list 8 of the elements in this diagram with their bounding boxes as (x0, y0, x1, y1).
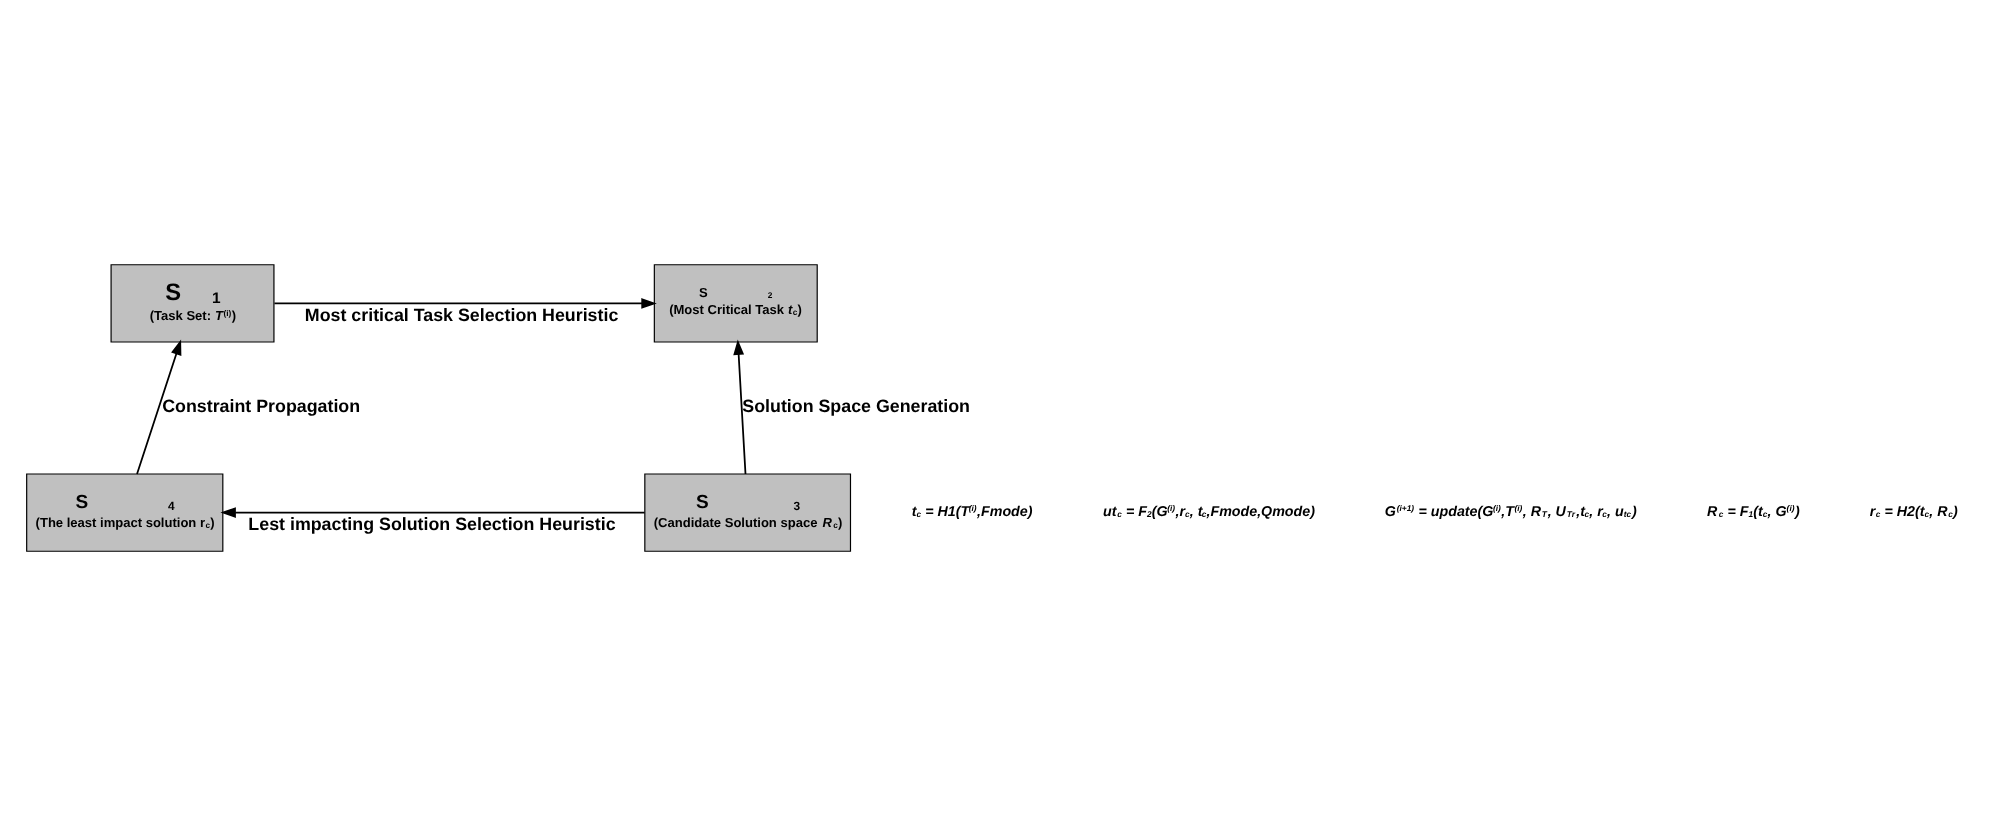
edge-label: Most critical Task Selection Heuristic (304, 304, 619, 325)
arrow (273, 297, 657, 309)
arrow (220, 507, 646, 519)
edge-label: Lest impacting Solution Selection Heuristic (248, 513, 616, 534)
arrow (136, 339, 182, 475)
edge-label: Solution Space Generation (742, 395, 970, 416)
edge-label: Constraint Propagation (162, 395, 361, 416)
arrow (733, 339, 747, 475)
